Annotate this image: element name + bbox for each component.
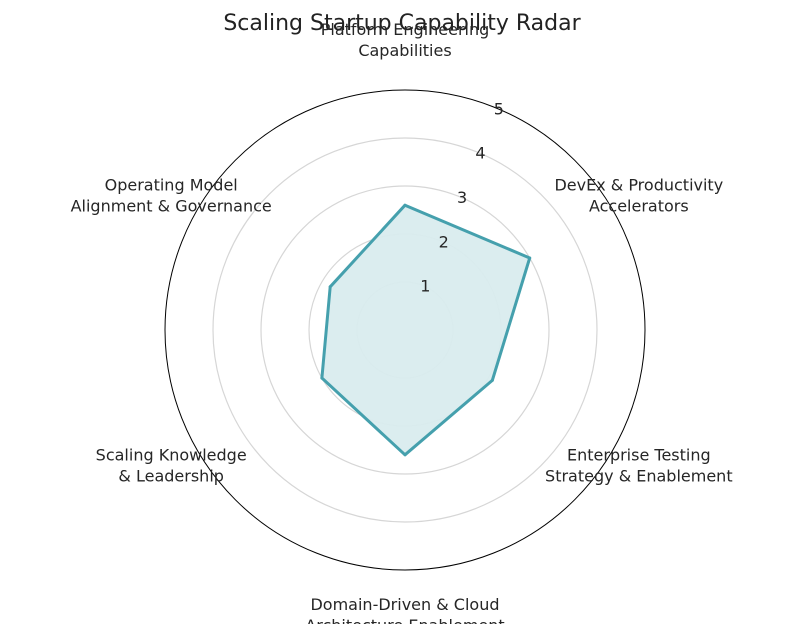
tick-layer: 1 2 3 4 5: [420, 99, 504, 295]
axis-label-line: DevEx & Productivity: [554, 176, 723, 195]
r-tick-label-1: 1: [420, 277, 430, 296]
axis-label-line: & Leadership: [118, 467, 224, 486]
chart-title: Scaling Startup Capability Radar: [223, 11, 581, 36]
data-point-1: [403, 203, 407, 207]
data-point-6: [328, 285, 332, 289]
r-tick-label-4: 4: [475, 144, 485, 163]
axis-label-line: Operating Model: [105, 176, 238, 195]
data-point-5: [320, 376, 324, 380]
axis-label-line: Capabilities: [358, 41, 451, 60]
axis-label-line: Platform Engineering: [321, 20, 490, 39]
axis-label-5: Scaling Knowledge & Leadership: [96, 446, 247, 486]
axis-label-line: Scaling Knowledge: [96, 446, 247, 465]
axis-label-line: Architecture Enablement: [305, 616, 504, 624]
axis-label-4: Domain-Driven & CloudArchitecture Enable…: [305, 595, 504, 624]
r-tick-label-3: 3: [457, 188, 467, 207]
data-point-2: [528, 256, 532, 260]
axis-label-line: Alignment & Governance: [71, 197, 272, 216]
data-point-4: [403, 453, 407, 457]
r-tick-label-5: 5: [494, 99, 504, 118]
grid-ring-4: [212, 137, 598, 523]
grid-ring-3: [260, 185, 550, 475]
axis-label-line: Accelerators: [589, 197, 689, 216]
series-layer: [320, 203, 532, 457]
axis-label-line: Strategy & Enablement: [545, 467, 733, 486]
r-tick-label-2: 2: [439, 232, 449, 251]
axis-label-line: Domain-Driven & Cloud: [310, 595, 499, 614]
axis-label-line: Enterprise Testing: [567, 446, 711, 465]
data-point-3: [490, 378, 494, 382]
outer-ring: [164, 89, 646, 571]
series-area: [321, 205, 530, 455]
